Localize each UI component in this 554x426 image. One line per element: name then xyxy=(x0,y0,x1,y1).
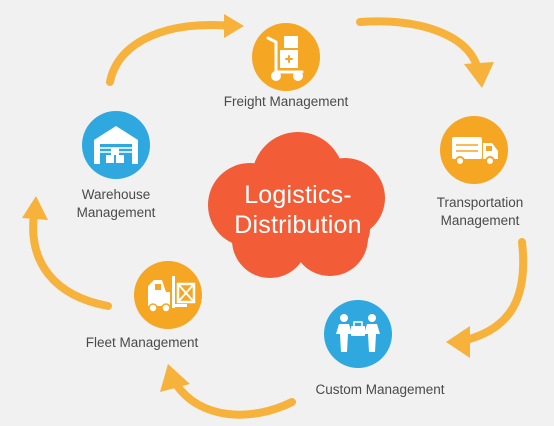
fleet-label: Fleet Management xyxy=(85,335,199,350)
forklift-icon xyxy=(148,276,196,313)
arrow-freight-to-transportation xyxy=(356,17,482,74)
fleet-node xyxy=(134,261,202,329)
center-title-line1: Logistics- xyxy=(244,181,352,209)
custom-label: Custom Management xyxy=(315,382,445,397)
warehouse-icon xyxy=(94,126,138,164)
arrow-warehouse-to-freight xyxy=(106,21,236,86)
arrow-transportation-to-custom xyxy=(462,238,528,344)
custom-node xyxy=(324,300,392,368)
freight-node xyxy=(252,23,320,91)
transportation-label: Transportation Management xyxy=(418,194,542,230)
warehouse-node xyxy=(82,111,150,179)
freight-label: Freight Management xyxy=(223,94,349,109)
arrow-custom-to-fleet xyxy=(172,380,296,419)
delivery-truck-icon xyxy=(452,137,498,166)
transportation-label-line2: Management xyxy=(440,213,520,228)
transportation-label-line1: Transportation xyxy=(436,195,524,210)
center-cloud xyxy=(208,132,385,278)
warehouse-label-line2: Management xyxy=(76,205,156,220)
center-title: Logistics- Distribution xyxy=(198,180,398,240)
transportation-node xyxy=(440,116,508,184)
hand-truck-icon xyxy=(266,36,304,81)
warehouse-label: Warehouse Management xyxy=(52,186,180,222)
handshake-icon xyxy=(336,314,380,352)
center-title-line2: Distribution xyxy=(234,211,362,239)
arrow-fleet-to-warehouse xyxy=(29,210,112,310)
warehouse-label-line1: Warehouse xyxy=(81,187,151,202)
